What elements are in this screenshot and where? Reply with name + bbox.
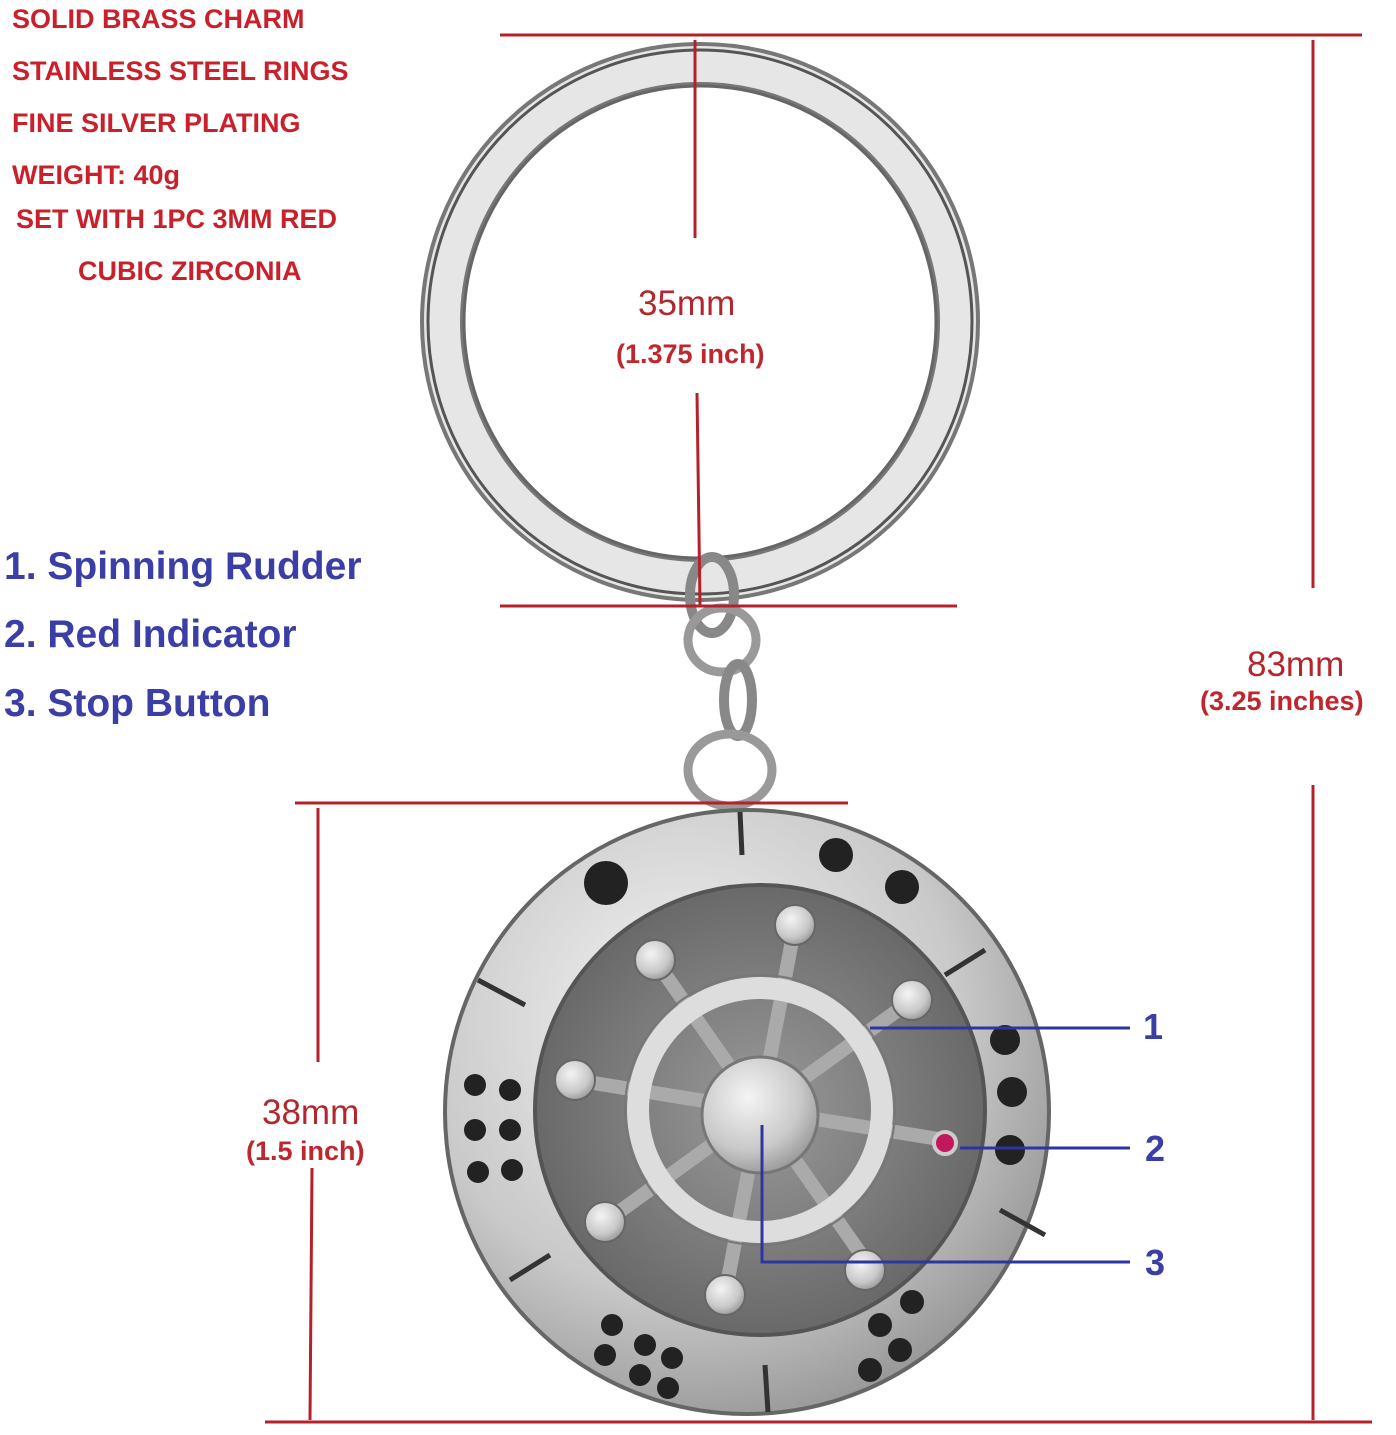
feature-stop-button: 3. Stop Button [4,682,271,725]
spec-plating: FINE SILVER PLATING [12,108,301,138]
callout-2: 2 [1145,1128,1166,1169]
jump-rings [683,552,777,811]
spec-stone-type: CUBIC ZIRCONIA [78,256,302,286]
callout-3: 3 [1145,1242,1166,1283]
spec-material: SOLID BRASS CHARM [12,4,305,34]
feature-spinning-rudder: 1. Spinning Rudder [4,545,362,588]
total-length-inch: (3.25 inches) [1200,686,1364,716]
ring-diameter-inch: (1.375 inch) [616,339,765,369]
total-length-mm: 83mm [1247,645,1345,684]
rudder-charm [443,808,1051,1416]
red-indicator-gem [932,1130,958,1156]
callout-1: 1 [1143,1006,1164,1047]
dimension-lines [265,33,1372,1424]
callout-lines [760,1026,1130,1264]
spec-weight: WEIGHT: 40g [12,160,181,190]
spec-rings: STAINLESS STEEL RINGS [12,56,349,86]
ring-diameter-mm: 35mm [638,284,736,323]
feature-red-indicator: 2. Red Indicator [4,613,297,656]
charm-diameter-mm: 38mm [262,1093,360,1132]
spec-stone: SET WITH 1PC 3MM RED [16,204,338,234]
charm-diameter-inch: (1.5 inch) [246,1136,365,1166]
